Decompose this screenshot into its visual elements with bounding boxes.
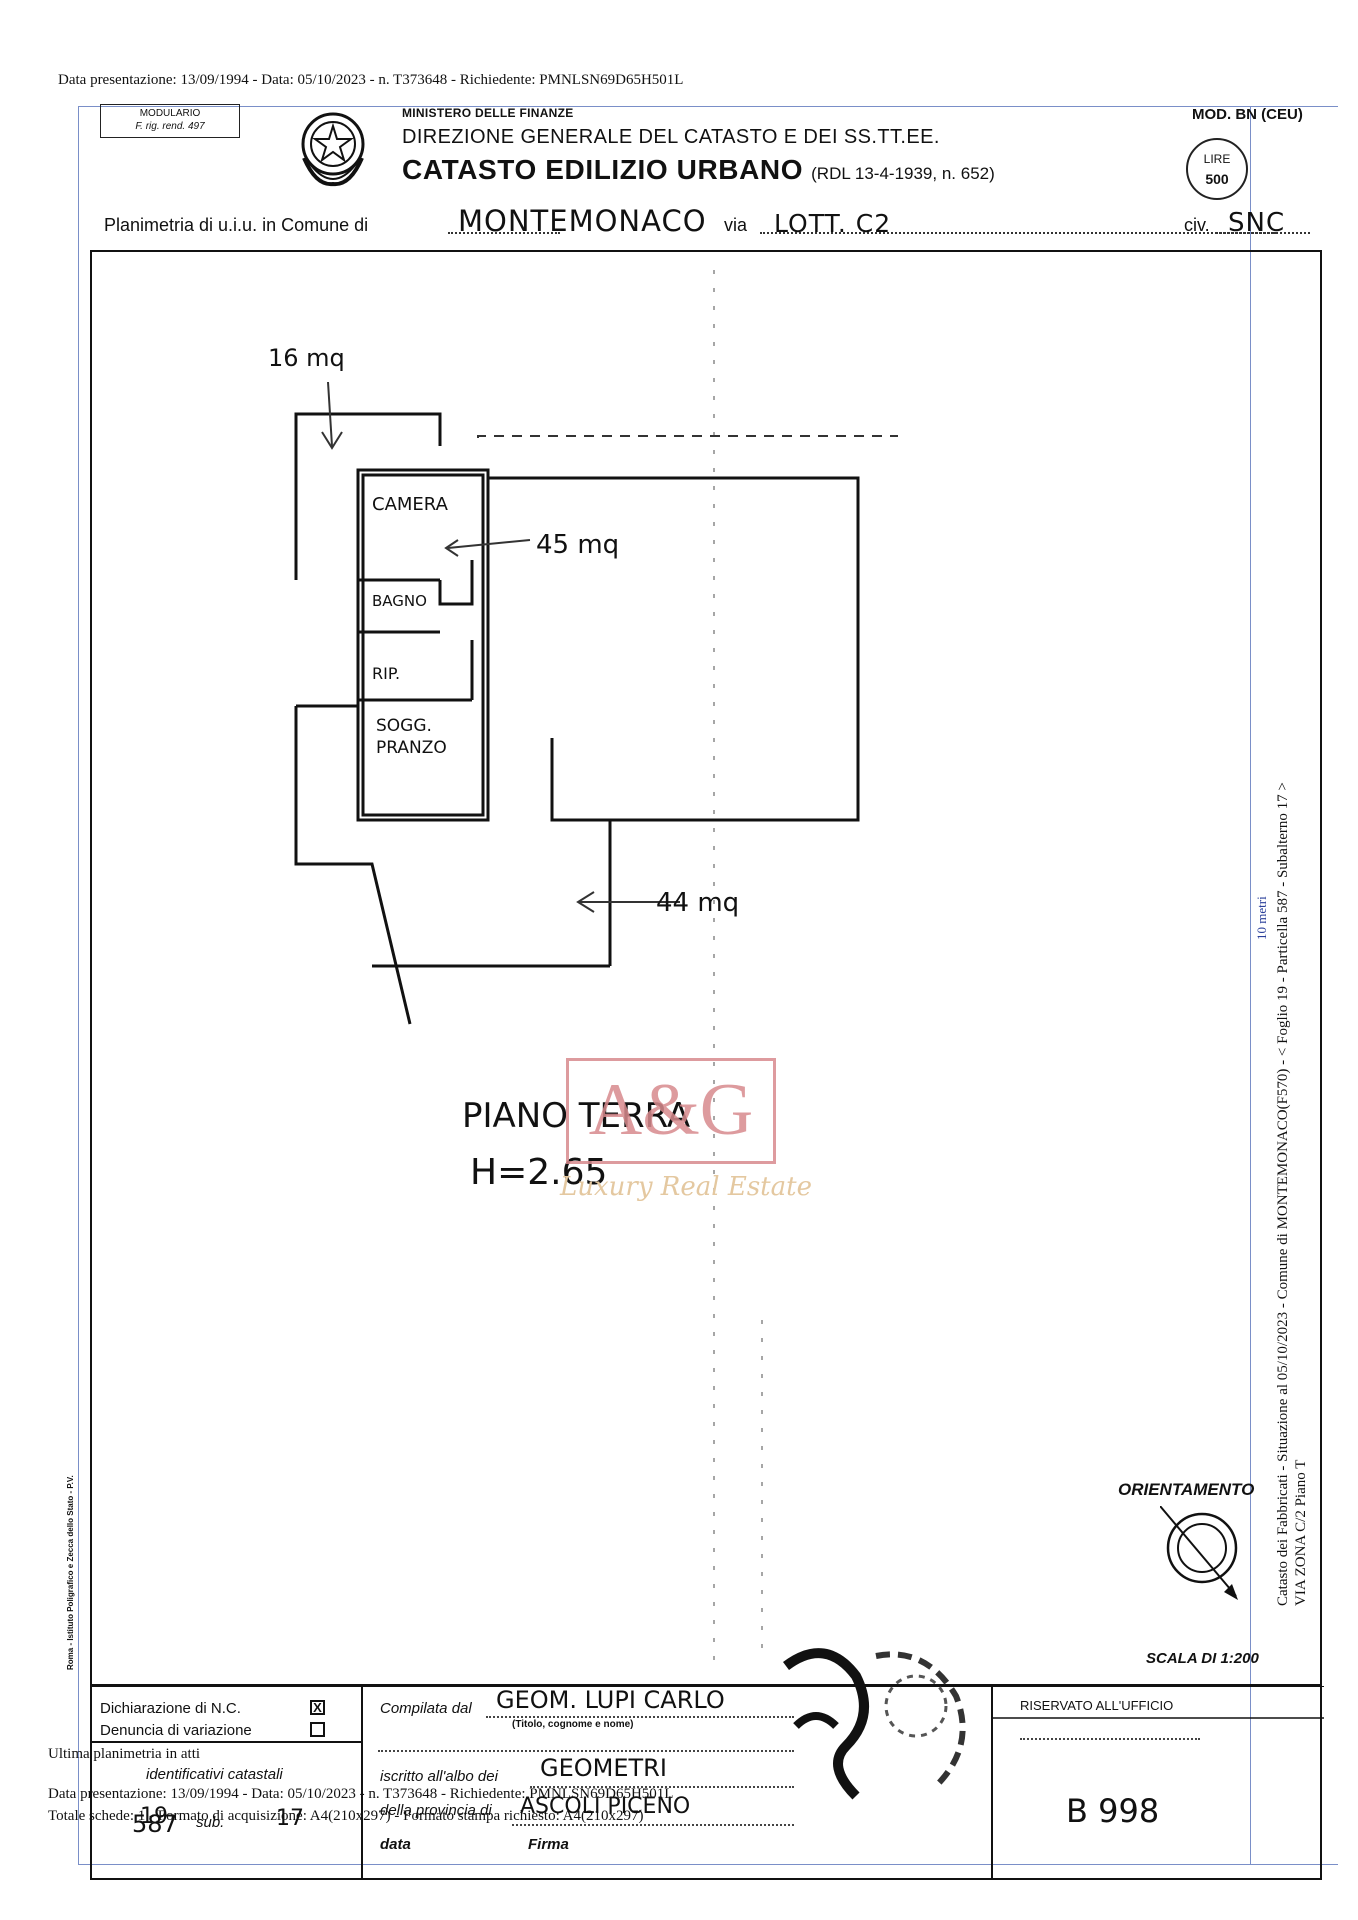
planimetria-prefix: Planimetria di u.i.u. in Comune di	[104, 215, 369, 235]
presentation-overlay: Data presentazione: 13/09/1994 - Data: 0…	[48, 1786, 674, 1802]
compass-icon	[1159, 1505, 1240, 1600]
bottom-form	[90, 1686, 1324, 1880]
scan-guide-line	[1250, 106, 1251, 1864]
denuncia-label: Denuncia di variazione	[100, 1722, 252, 1739]
riservato-label: RISERVATO ALL'UFFICIO	[1020, 1698, 1174, 1713]
sub-value: 17	[276, 1806, 304, 1831]
modulario-subtitle: F. rig. rend. 497	[135, 121, 205, 132]
office-code: B 998	[1066, 1792, 1160, 1830]
printer-note: Roma - Istituto Poligrafico e Zecca dell…	[66, 1475, 75, 1670]
lire-value: 500	[1205, 171, 1229, 187]
denuncia-checkbox[interactable]	[310, 1722, 325, 1737]
dichiarazione-label: Dichiarazione di N.C.	[100, 1700, 241, 1717]
cadastral-situation-line1: Catasto dei Fabbricati - Situazione al 0…	[1275, 782, 1291, 1606]
iscritto-label: iscritto all'albo dei	[380, 1768, 498, 1785]
scale-bar-label: 10 metri	[1254, 896, 1269, 940]
floor-label: PIANO TERRA	[462, 1096, 691, 1136]
scale-label: SCALA DI 1:200	[1146, 1650, 1259, 1667]
cadastral-situation-text: Catasto dei Fabbricati - Situazione al 0…	[1274, 782, 1310, 1606]
foglio-value: 19	[140, 1804, 168, 1829]
dichiarazione-checkbox[interactable]: X	[310, 1700, 325, 1715]
scan-guide-line	[78, 106, 1338, 107]
mod-sn-label: MOD. BN (CEU)	[1192, 106, 1303, 123]
fill-line	[512, 1824, 794, 1826]
fill-line	[760, 232, 1276, 234]
area-label-main: 45 mq	[536, 530, 620, 560]
ultima-planimetria: Ultima planimetria in atti	[48, 1746, 201, 1762]
agency-watermark-logo: A&G	[566, 1058, 776, 1164]
via-value: LOTT. C2	[774, 209, 892, 238]
catasto-title-text: CATASTO EDILIZIO URBANO	[402, 154, 804, 185]
height-label: H=2.65	[470, 1152, 608, 1193]
firma-label: Firma	[528, 1836, 569, 1853]
sub-label: sub.	[196, 1814, 225, 1831]
via-label: via	[724, 215, 748, 235]
lire-label: LIRE	[1203, 152, 1231, 166]
catasto-title: CATASTO EDILIZIO URBANO (RDL 13-4-1939, n…	[402, 154, 995, 186]
fill-line	[378, 1750, 794, 1752]
fill-line	[1216, 232, 1310, 234]
compilata-label: Compilata dal	[380, 1700, 472, 1717]
lire-stamp: LIRE 500	[1186, 138, 1248, 200]
room-camera: CAMERA	[372, 494, 448, 515]
italian-republic-emblem-icon	[296, 104, 370, 192]
drawing-frame	[90, 250, 1322, 1686]
cadastral-situation-line2: VIA ZONA C/2 Piano T	[1293, 1459, 1309, 1606]
walls	[294, 412, 860, 1025]
area-label-bottom: 44 mq	[656, 888, 740, 918]
official-stamp	[766, 1636, 986, 1836]
ministero-label: MINISTERO DELLE FINANZE	[402, 106, 574, 120]
civ-value: SNC	[1228, 208, 1286, 238]
dashed-guides	[713, 270, 763, 1660]
dashed-outline	[477, 435, 898, 438]
titolo-hint: (Titolo, cognome e nome)	[512, 1719, 634, 1730]
direzione-label: DIREZIONE GENERALE DEL CATASTO E DEI SS.…	[402, 126, 940, 148]
fill-line	[486, 1716, 794, 1718]
room-pranzo: PRANZO	[376, 738, 447, 758]
iscritto-value: GEOMETRI	[540, 1754, 667, 1782]
particella-value: 587	[132, 1810, 178, 1838]
scan-guide-line	[78, 106, 79, 1864]
rdl-reference: (RDL 13-4-1939, n. 652)	[811, 164, 995, 183]
annotation-arrows	[321, 381, 680, 913]
fill-line	[1020, 1738, 1200, 1740]
fill-line	[448, 232, 560, 234]
orientamento-label: ORIENTAMENTO	[1118, 1480, 1255, 1499]
fill-line	[530, 1786, 794, 1788]
bottom-form-grid	[92, 1686, 1324, 1880]
planimetria-line: Planimetria di u.i.u. in Comune di MONTE…	[104, 200, 1310, 240]
provincia-value: ASCOLI PICENO	[520, 1794, 691, 1819]
agency-watermark-tagline: Luxury Real Estate	[560, 1172, 812, 1202]
civ-label: civ.	[1184, 215, 1210, 235]
modulario-title: MODULARIO	[139, 108, 201, 119]
totale-schede-line: Totale schede: 1 - Formato di acquisizio…	[48, 1808, 644, 1824]
identificativi-label: identificativi catastali	[146, 1766, 283, 1783]
room-bagno: BAGNO	[372, 592, 427, 610]
room-rip: RIP.	[372, 664, 401, 683]
comune-value: MONTEMONACO	[458, 204, 707, 238]
provincia-label: della provincia di	[380, 1802, 492, 1819]
presentation-header: Data presentazione: 13/09/1994 - Data: 0…	[58, 72, 684, 88]
modulario-box: MODULARIO F. rig. rend. 497	[100, 104, 240, 138]
data-label: data	[380, 1836, 411, 1853]
room-soggiorno: SOGG.	[376, 716, 432, 736]
scan-guide-line	[78, 1864, 1338, 1865]
area-label-top: 16 mq	[268, 344, 345, 372]
compilata-value: GEOM. LUPI CARLO	[496, 1686, 725, 1714]
